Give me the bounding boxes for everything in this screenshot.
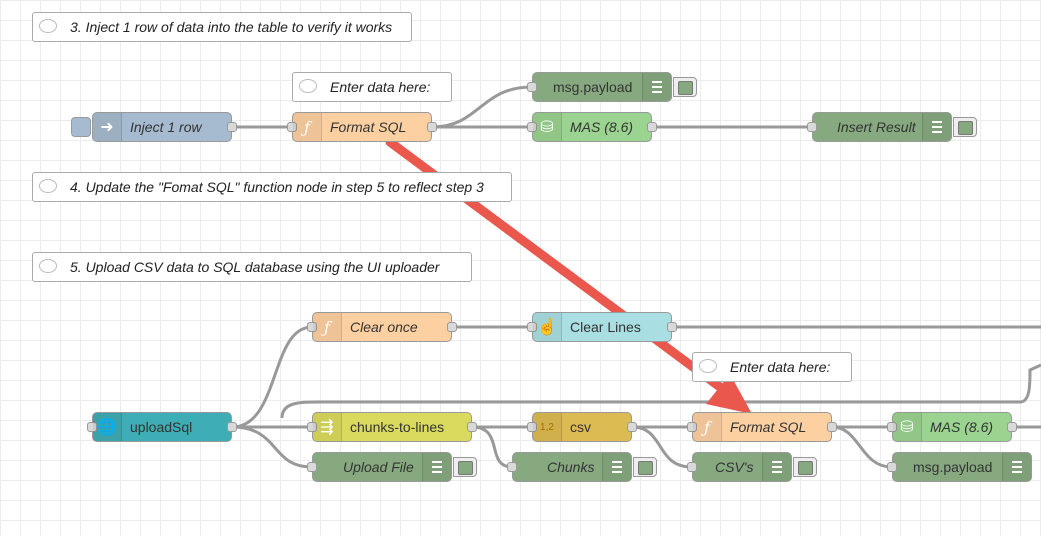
output-port[interactable] <box>427 122 437 132</box>
upload-file-debug-node[interactable]: Upload File <box>307 452 477 482</box>
output-port[interactable] <box>647 122 657 132</box>
debug-toggle-button[interactable] <box>793 457 817 477</box>
wire <box>631 425 693 469</box>
debug-lines-icon <box>422 453 451 481</box>
output-port[interactable] <box>227 422 237 432</box>
debug-toggle-button[interactable] <box>453 457 477 477</box>
wire <box>231 425 313 469</box>
input-port[interactable] <box>527 322 537 332</box>
comment-enter-data-2[interactable]: Enter data here: <box>692 352 852 382</box>
debug-toggle-button[interactable] <box>673 77 697 97</box>
msg-payload-debug-node-2[interactable]: msg.payload <box>887 452 1032 482</box>
comment-icon <box>39 259 57 273</box>
database-icon: ⛁ <box>893 413 922 441</box>
globe-icon: 🌐 <box>93 413 122 441</box>
comment-icon <box>699 359 717 373</box>
comment-step4[interactable]: 4. Update the "Fomat SQL" function node … <box>32 172 512 202</box>
input-port[interactable] <box>687 422 697 432</box>
database-icon: ⛁ <box>533 113 562 141</box>
mas-database-node-1[interactable]: ⛁ MAS (8.6) <box>527 112 657 142</box>
arrow-right-icon: ➜ <box>93 113 122 141</box>
comment-icon <box>39 179 57 193</box>
output-port[interactable] <box>227 122 237 132</box>
split-icon: ⇶ <box>313 413 342 441</box>
inject-button[interactable] <box>71 117 91 137</box>
chunks-to-lines-node[interactable]: ⇶ chunks-to-lines <box>307 412 477 442</box>
comment-icon <box>39 19 57 33</box>
debug-toggle-button[interactable] <box>953 117 977 137</box>
debug-lines-icon <box>602 453 631 481</box>
output-port[interactable] <box>467 422 477 432</box>
comment-step3[interactable]: 3. Inject 1 row of data into the table t… <box>32 12 412 42</box>
input-port[interactable] <box>527 122 537 132</box>
wire <box>280 363 1041 419</box>
pointing-hand-icon: ☝ <box>533 313 562 341</box>
input-port[interactable] <box>527 82 537 92</box>
csv-node[interactable]: 1,2 csv <box>527 412 637 442</box>
comment-enter-data-1[interactable]: Enter data here: <box>292 72 452 102</box>
output-port[interactable] <box>627 422 637 432</box>
upload-sql-node[interactable]: 🌐 uploadSql <box>87 412 237 442</box>
comment-step5[interactable]: 5. Upload CSV data to SQL database using… <box>32 252 472 282</box>
output-port[interactable] <box>1007 422 1017 432</box>
f-icon: ƒ <box>313 313 342 341</box>
f-icon: ƒ <box>293 113 322 141</box>
wire <box>431 85 533 129</box>
debug-lines-icon <box>922 113 951 141</box>
wire <box>231 325 313 429</box>
debug-lines-icon <box>1002 453 1031 481</box>
output-port[interactable] <box>667 322 677 332</box>
input-port[interactable] <box>87 422 97 432</box>
input-port[interactable] <box>807 122 817 132</box>
debug-lines-icon <box>762 453 791 481</box>
format-sql-node-2[interactable]: ƒ Format SQL <box>687 412 837 442</box>
msg-payload-debug-node-1[interactable]: msg.payload <box>527 72 697 102</box>
inject-1-row-node[interactable]: ➜ Inject 1 row <box>71 112 237 142</box>
mas-database-node-2[interactable]: ⛁ MAS (8.6) <box>887 412 1017 442</box>
input-port[interactable] <box>887 462 897 472</box>
input-port[interactable] <box>307 322 317 332</box>
clear-lines-ui-node[interactable]: ☝ Clear Lines <box>527 312 677 342</box>
debug-lines-icon <box>642 73 671 101</box>
csv-icon: 1,2 <box>533 413 562 441</box>
format-sql-node-1[interactable]: ƒ Format SQL <box>287 112 437 142</box>
wire <box>471 425 513 469</box>
wire <box>831 425 893 469</box>
csvs-debug-node[interactable]: CSV's <box>687 452 817 482</box>
clear-once-node[interactable]: ƒ Clear once <box>307 312 457 342</box>
input-port[interactable] <box>287 122 297 132</box>
output-port[interactable] <box>827 422 837 432</box>
input-port[interactable] <box>507 462 517 472</box>
input-port[interactable] <box>527 422 537 432</box>
insert-result-debug-node[interactable]: Insert Result <box>807 112 977 142</box>
input-port[interactable] <box>887 422 897 432</box>
input-port[interactable] <box>307 422 317 432</box>
debug-toggle-button[interactable] <box>633 457 657 477</box>
f-icon: ƒ <box>693 413 722 441</box>
input-port[interactable] <box>307 462 317 472</box>
input-port[interactable] <box>687 462 697 472</box>
comment-icon <box>299 79 317 93</box>
chunks-debug-node[interactable]: Chunks <box>507 452 657 482</box>
output-port[interactable] <box>447 322 457 332</box>
